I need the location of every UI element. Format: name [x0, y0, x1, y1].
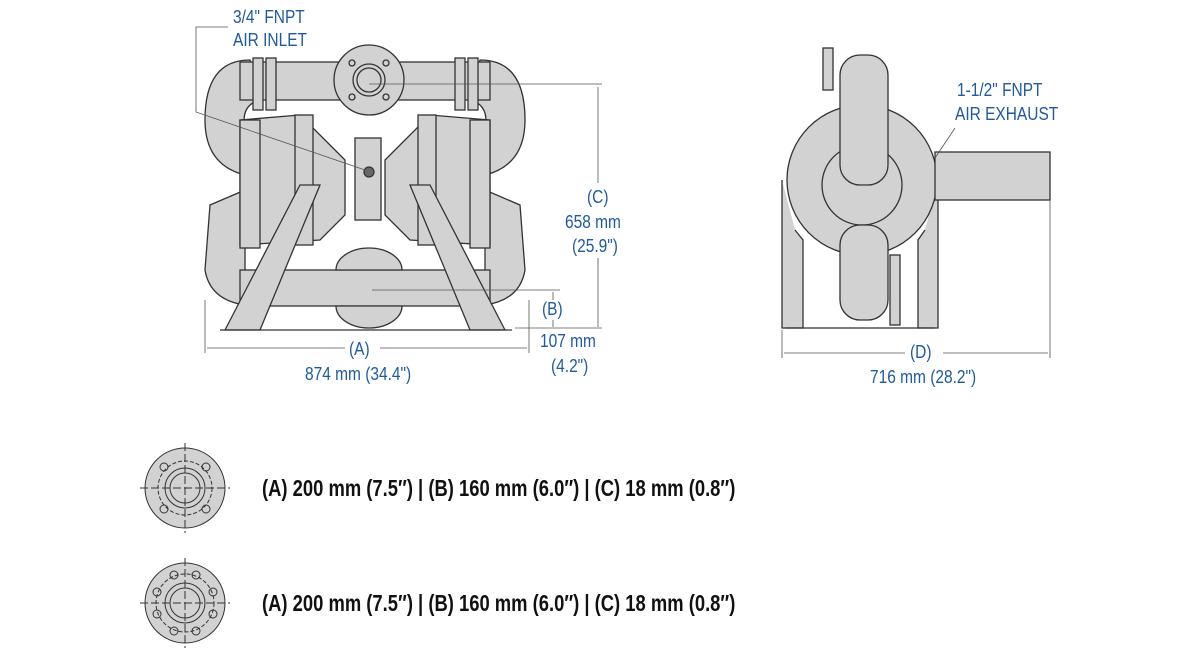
dim-c-value: 658 mm	[565, 212, 621, 232]
dim-d-value: 716 mm (28.2")	[870, 367, 977, 387]
air-inlet-size-label: 3/4" FNPT	[233, 7, 305, 27]
flange-8-hole-icon	[140, 558, 230, 648]
flange-4-hole-icon	[140, 443, 230, 533]
side-view-dimension-lines	[781, 127, 1051, 358]
flange-8-hole-spec: (A) 200 mm (7.5″) | (B) 160 mm (6.0″) | …	[262, 590, 736, 616]
air-exhaust-size-label: 1-1/2" FNPT	[957, 80, 1043, 100]
side-view-pump	[781, 47, 1051, 329]
air-exhaust-label: AIR EXHAUST	[955, 104, 1059, 124]
front-view-dimension-lines	[195, 26, 602, 353]
dim-b-label: (B)	[542, 299, 563, 319]
dim-c-label: (C)	[587, 187, 609, 207]
dim-b-value-inches: (4.2")	[551, 356, 589, 376]
dim-b-value: 107 mm	[540, 331, 596, 351]
air-inlet-label: AIR INLET	[233, 30, 307, 50]
dim-a-label: (A)	[349, 339, 370, 359]
flange-4-hole-spec: (A) 200 mm (7.5″) | (B) 160 mm (6.0″) | …	[262, 475, 736, 501]
dim-d-label: (D)	[910, 342, 932, 362]
dim-a-value: 874 mm (34.4")	[305, 364, 412, 384]
dim-c-value-inches: (25.9")	[572, 236, 618, 256]
front-view-pump	[204, 44, 526, 331]
